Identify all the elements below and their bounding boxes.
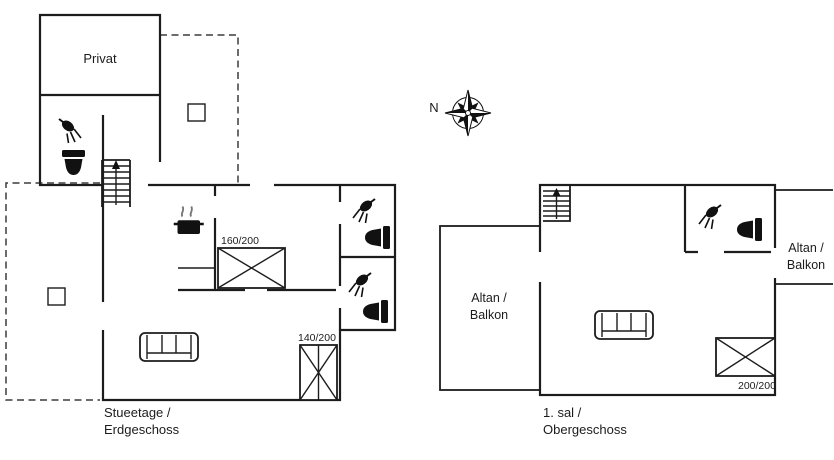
bed-size-label: 160/200 (221, 235, 259, 247)
door-opening (536, 252, 544, 282)
terrace-top-dashed-outline (160, 34, 239, 183)
room-label-privat: Privat (83, 51, 117, 66)
first-floor-plan: 200/200 Altan / Balkon Altan / Balkon 1.… (439, 183, 833, 437)
door-opening (250, 181, 274, 189)
balcony-right-label-line1: Altan / (788, 241, 824, 255)
compass-center (465, 110, 471, 116)
door-opening (771, 248, 779, 278)
wall-privat-annex (38, 13, 162, 187)
toilet-icon (363, 300, 388, 323)
window-symbol (187, 103, 206, 122)
bed-size-label: 200/200 (738, 380, 776, 392)
sofa-icon (594, 310, 654, 340)
stairs-icon (543, 186, 571, 222)
first-floor-caption-line1: 1. sal / (543, 405, 582, 420)
ground-floor-caption-line1: Stueetage / (104, 405, 171, 420)
door-opening (336, 286, 344, 308)
balcony-left-label-line1: Altan / (471, 291, 507, 305)
stove-pot-icon (172, 205, 205, 236)
door-opening (211, 196, 219, 218)
bed-140x200: 140/200 (298, 332, 338, 401)
compass-rose: N (429, 89, 492, 137)
bed-160x200: 160/200 (217, 235, 286, 289)
door-opening (245, 286, 267, 294)
compass-shade-n (468, 90, 473, 113)
compass-north-label: N (429, 100, 438, 115)
toilet-icon (737, 218, 762, 241)
balcony-right-label-line2: Balkon (787, 258, 825, 272)
shower-icon (352, 197, 376, 224)
wall-first-floor-outline (538, 183, 777, 397)
door-opening (698, 248, 724, 256)
sofa-icon (139, 332, 199, 362)
door-opening (336, 202, 344, 224)
bed-size-label: 140/200 (298, 332, 336, 344)
terrace-left-dashed-outline (5, 182, 100, 401)
window-symbol (47, 287, 66, 306)
first-floor-caption-line2: Obergeschoss (543, 422, 627, 437)
shower-icon (348, 271, 372, 298)
compass-shade-e (468, 113, 491, 118)
toilet-icon (62, 150, 85, 175)
balcony-left-label-line2: Balkon (470, 308, 508, 322)
bed-200x200: 200/200 (715, 337, 776, 392)
stairs-icon (101, 159, 131, 207)
shower-icon (58, 117, 82, 144)
door-opening (99, 302, 107, 330)
ground-floor-caption-line2: Erdgeschoss (104, 422, 180, 437)
compass-shade-w (445, 108, 468, 113)
shower-icon (698, 203, 722, 230)
toilet-icon (365, 226, 390, 249)
compass-shade-s (463, 113, 468, 136)
ground-floor-plan: 160/200 140/200 Privat Stueetage / Erdge… (5, 13, 397, 437)
